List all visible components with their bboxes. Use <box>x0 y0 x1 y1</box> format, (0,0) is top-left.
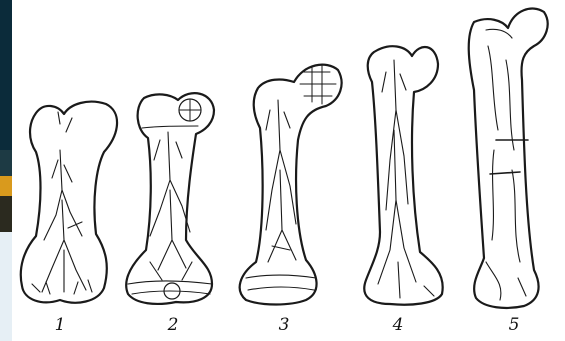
stage-label-5: 5 <box>509 315 520 335</box>
bone-stage-1 <box>21 102 117 303</box>
stage-label-2: 2 <box>167 315 179 335</box>
stage-label-1: 1 <box>55 315 66 335</box>
stage-label-4: 4 <box>392 315 404 335</box>
bone-stage-2 <box>126 93 214 304</box>
bone-stage-3 <box>240 64 342 305</box>
bone-stage-4 <box>364 46 442 304</box>
bone-stage-5 <box>469 9 548 308</box>
stage-label-3: 3 <box>279 315 290 335</box>
